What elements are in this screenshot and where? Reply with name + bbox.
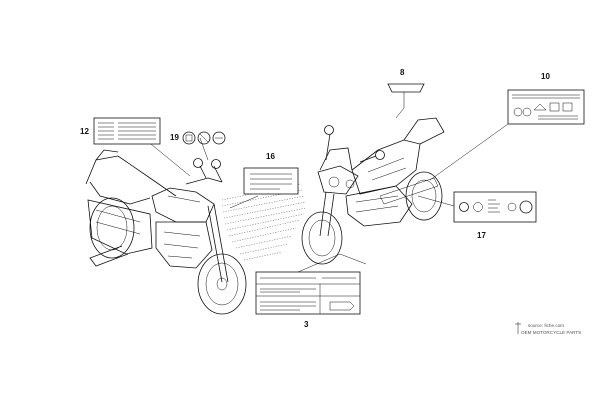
leader-lines <box>145 92 509 273</box>
label-17[interactable] <box>453 191 537 223</box>
label-16[interactable] <box>243 167 299 195</box>
tire-symbol-icon <box>459 202 469 212</box>
label-19[interactable] <box>182 131 226 145</box>
callout-10: 10 <box>541 72 550 81</box>
label-3[interactable] <box>255 271 361 315</box>
callout-17: 17 <box>477 231 486 240</box>
label-8[interactable] <box>387 83 425 93</box>
label-12[interactable] <box>93 117 161 145</box>
callout-16: 16 <box>266 152 275 161</box>
watermark-line-2: OEM MOTORCYCLE PARTS <box>521 330 581 335</box>
dotted-label-zone <box>221 183 307 261</box>
motorcycle-left <box>85 149 247 315</box>
callout-3: 3 <box>304 320 309 329</box>
prohibition-symbol-icon <box>197 131 211 145</box>
watermark: source: fiche.com OEM MOTORCYCLE PARTS <box>515 322 581 335</box>
label-10[interactable] <box>507 89 585 125</box>
ethanol-symbol-icon <box>212 131 226 145</box>
fuel-symbol-icon <box>182 131 196 145</box>
callout-12: 12 <box>80 127 89 136</box>
motorcycle-right <box>301 117 445 265</box>
callout-19: 19 <box>170 133 179 142</box>
watermark-line-1: source: fiche.com <box>528 323 564 328</box>
callout-8: 8 <box>400 68 405 77</box>
warning-symbol-icon <box>513 107 523 117</box>
